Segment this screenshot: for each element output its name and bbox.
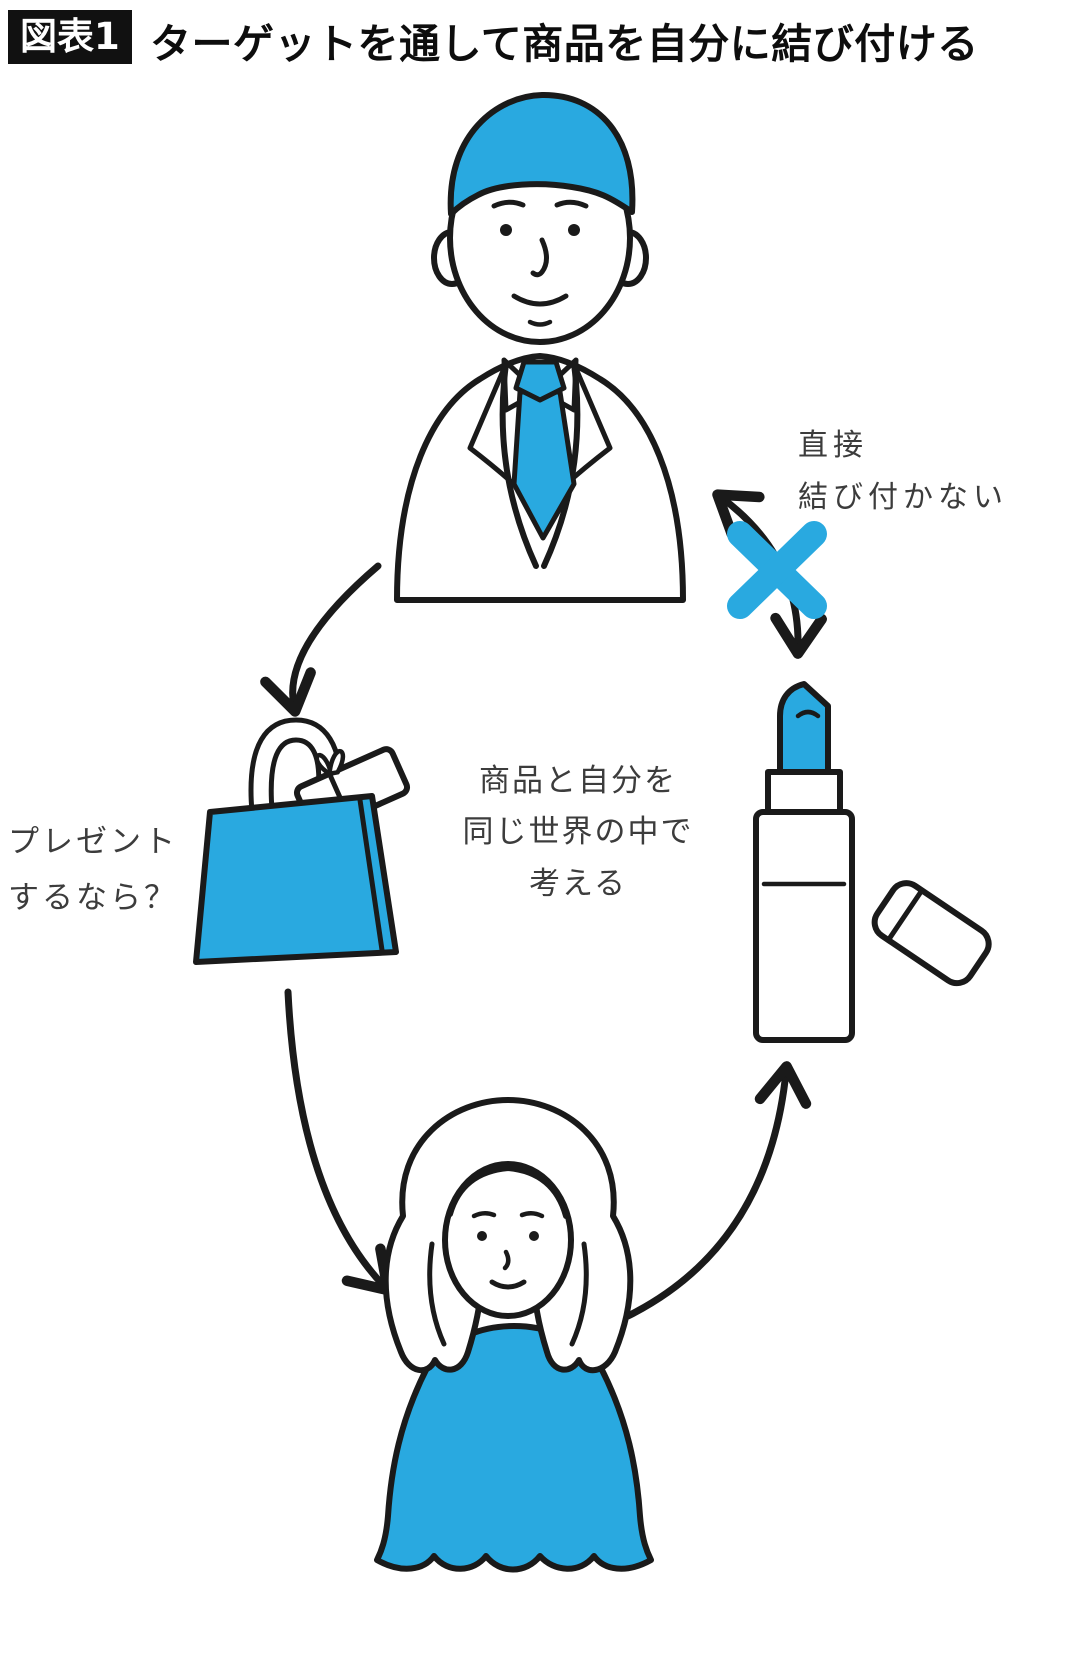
label-line: するなら？ (8, 880, 178, 917)
gift-bag-body (193, 793, 399, 965)
figure-title: ターゲットを通して商品を自分に結び付ける (150, 20, 979, 68)
businessman-illustration (394, 91, 686, 603)
label-direct-no-connect: 直接 結び付かない (798, 420, 1008, 523)
woman-illustration (374, 1097, 654, 1573)
gift-bag-illustration (193, 717, 411, 965)
lipstick-bullet (777, 681, 831, 775)
lipstick-illustration (753, 681, 992, 1043)
figure-number-badge: 図表1 (8, 10, 132, 64)
no-connection-x-icon (727, 521, 827, 619)
lipstick-cap (871, 880, 992, 987)
arrow-man-to-gift (260, 562, 382, 717)
label-line: 同じ世界の中で (462, 814, 694, 851)
label-line: 結び付かない (798, 479, 1008, 515)
woman-face (442, 1161, 574, 1319)
label-line: 商品と自分を (479, 763, 677, 799)
label-line: 考える (528, 865, 628, 902)
arrow-gift-to-woman (284, 988, 394, 1296)
arrow-woman-to-lipstick (624, 1061, 812, 1320)
label-line: 直接 (798, 428, 868, 463)
label-center-thought: 商品と自分を 同じ世界の中で 考える (425, 756, 731, 910)
man-hair-cap (447, 91, 636, 217)
label-present-question: プレゼント するなら？ (8, 814, 178, 927)
lipstick-tube (753, 809, 855, 1043)
label-line: プレゼント (8, 824, 178, 860)
